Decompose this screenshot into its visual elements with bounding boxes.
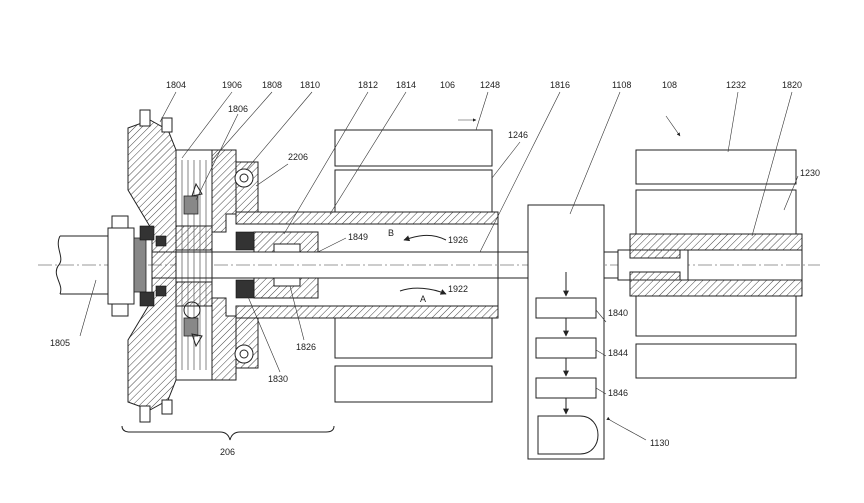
block-group-106	[334, 129, 493, 403]
label-1108: 1108	[612, 80, 631, 90]
label-1849: 1849	[348, 232, 368, 242]
label-2206: 2206	[288, 152, 308, 162]
label-B: B	[388, 228, 394, 238]
label-1230: 1230	[800, 168, 820, 178]
label-1246: 1246	[508, 130, 528, 140]
label-1844: 1844	[608, 348, 628, 358]
reference-labels: 1804 1906 1808 1810 1806 1812 1814 106 1…	[50, 80, 820, 457]
label-A: A	[420, 294, 426, 304]
input-shaft	[55, 235, 112, 295]
control-column-1108	[527, 204, 605, 460]
label-1812: 1812	[358, 80, 378, 90]
clutch-pack	[175, 149, 213, 381]
label-106: 106	[440, 80, 455, 90]
label-1804: 1804	[166, 80, 186, 90]
label-1232: 1232	[726, 80, 746, 90]
label-108: 108	[662, 80, 677, 90]
label-1922: 1922	[448, 284, 468, 294]
label-1840: 1840	[608, 308, 628, 318]
label-1846: 1846	[608, 388, 628, 398]
label-1810: 1810	[300, 80, 320, 90]
label-1926: 1926	[448, 235, 468, 245]
label-1826: 1826	[296, 342, 316, 352]
label-1248: 1248	[480, 80, 500, 90]
secondary-housing	[211, 149, 259, 381]
housing-flange	[127, 109, 177, 423]
main-tube	[235, 211, 499, 319]
label-1814: 1814	[396, 80, 416, 90]
label-1816: 1816	[550, 80, 570, 90]
label-1906: 1906	[222, 80, 242, 90]
leader-lines	[79, 91, 799, 395]
brace-206	[121, 425, 335, 441]
label-1808: 1808	[262, 80, 282, 90]
label-1806: 1806	[228, 104, 248, 114]
block-group-108	[635, 149, 797, 379]
flow-arrows	[399, 115, 681, 441]
label-1830: 1830	[268, 374, 288, 384]
inner-sleeve	[253, 231, 319, 299]
label-1805: 1805	[50, 338, 70, 348]
right-tube	[629, 233, 803, 297]
label-1130: 1130	[650, 438, 669, 448]
label-1820: 1820	[782, 80, 802, 90]
label-206: 206	[220, 447, 235, 457]
